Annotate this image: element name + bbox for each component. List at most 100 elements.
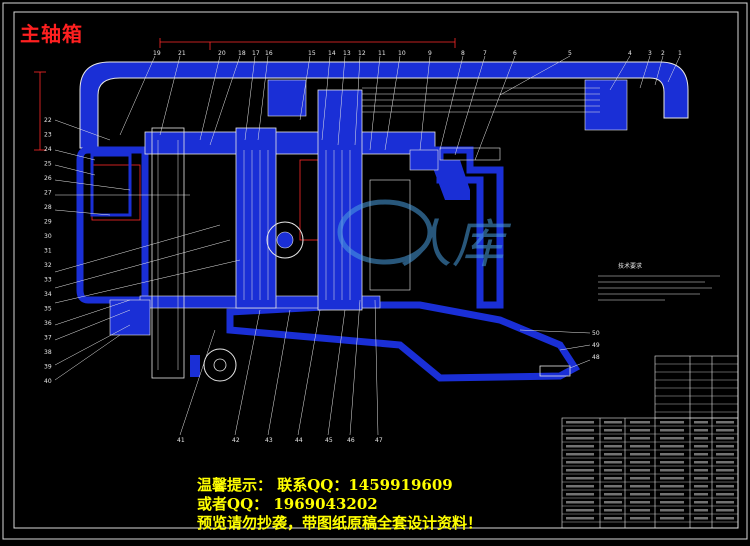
part-number: 47	[375, 437, 383, 444]
table-cell-mark	[660, 477, 684, 480]
part-number: 39	[44, 364, 52, 371]
table-cell-mark	[694, 421, 708, 424]
part-number: 13	[343, 50, 351, 57]
part-number: 30	[44, 233, 52, 240]
table-cell-mark	[604, 469, 622, 472]
table-cell-mark	[660, 485, 684, 488]
table-cell-mark	[566, 493, 594, 496]
table-cell-mark	[566, 517, 594, 520]
table-cell-mark	[694, 429, 708, 432]
part-number: 24	[44, 146, 52, 153]
table-cell-mark	[566, 477, 594, 480]
table-cell-mark	[630, 437, 650, 440]
table-cell-mark	[566, 429, 594, 432]
part-number: 16	[265, 50, 273, 57]
notice-line-3: 预览请勿抄袭，带图纸原稿全套设计资料！	[197, 514, 483, 532]
table-cell-mark	[566, 485, 594, 488]
part-number: 25	[44, 161, 52, 168]
table-cell-mark	[660, 453, 684, 456]
part-number: 20	[218, 50, 226, 57]
table-cell-mark	[694, 453, 708, 456]
part-number: 46	[347, 437, 355, 444]
table-cell-mark	[566, 453, 594, 456]
table-cell-mark	[604, 461, 622, 464]
part-number: 7	[483, 50, 487, 57]
part-number: 17	[252, 50, 260, 57]
table-cell-mark	[604, 429, 622, 432]
table-cell-mark	[660, 421, 684, 424]
part-number: 23	[44, 132, 52, 139]
table-cell-mark	[694, 517, 708, 520]
drawing-title: 主轴箱	[20, 22, 83, 46]
part-number: 38	[44, 349, 52, 356]
table-cell-mark	[630, 453, 650, 456]
part-number: 41	[177, 437, 185, 444]
part-number: 34	[44, 291, 52, 298]
table-cell-mark	[660, 469, 684, 472]
part-number: 36	[44, 320, 52, 327]
table-cell-mark	[630, 421, 650, 424]
table-cell-mark	[716, 509, 734, 512]
part-number: 43	[265, 437, 273, 444]
part-number: 6	[513, 50, 517, 57]
table-cell-mark	[660, 509, 684, 512]
part-number: 22	[44, 117, 52, 124]
table-cell-mark	[694, 477, 708, 480]
part-number: 15	[308, 50, 316, 57]
part-number: 11	[378, 50, 386, 57]
part-number: 50	[592, 330, 600, 337]
part-number: 18	[238, 50, 246, 57]
part-number: 48	[592, 354, 600, 361]
part-number: 44	[295, 437, 303, 444]
part-number: 9	[428, 50, 432, 57]
table-cell-mark	[694, 445, 708, 448]
part-number: 1	[678, 50, 682, 57]
technical-notes: 技术要求	[598, 262, 720, 301]
part-number: 35	[44, 306, 52, 313]
notice-line-2: 或者QQ： 1969043202	[197, 495, 378, 513]
part-number: 26	[44, 175, 52, 182]
table-cell-mark	[694, 501, 708, 504]
table-cell-mark	[604, 493, 622, 496]
part-number: 31	[44, 248, 52, 255]
gearbox-housing	[76, 61, 689, 382]
part-number: 4	[628, 50, 632, 57]
part-number: 40	[44, 378, 52, 385]
part-number: 49	[592, 342, 600, 349]
part-number: 37	[44, 335, 52, 342]
part-number: 5	[568, 50, 572, 57]
table-cell-mark	[630, 445, 650, 448]
table-cell-mark	[630, 485, 650, 488]
part-number: 8	[461, 50, 465, 57]
part-number: 14	[328, 50, 336, 57]
table-cell-mark	[630, 461, 650, 464]
part-number: 2	[661, 50, 665, 57]
table-cell-mark	[694, 437, 708, 440]
table-cell-mark	[716, 469, 734, 472]
part-number: 12	[358, 50, 366, 57]
table-cell-mark	[604, 485, 622, 488]
table-cell-mark	[660, 437, 684, 440]
table-cell-mark	[630, 493, 650, 496]
table-cell-mark	[566, 501, 594, 504]
part-number: 19	[153, 50, 161, 57]
part-number: 3	[648, 50, 652, 57]
leader-lines	[54, 55, 681, 436]
table-cell-mark	[716, 461, 734, 464]
table-cell-mark	[716, 477, 734, 480]
notice-line-1: 温馨提示： 联系QQ：1459919609	[197, 476, 453, 494]
table-cell-mark	[694, 461, 708, 464]
table-cell-mark	[604, 509, 622, 512]
table-cell-mark	[716, 445, 734, 448]
part-number: 45	[325, 437, 333, 444]
title-block-text-marks	[566, 421, 734, 520]
tech-title: 技术要求	[618, 262, 642, 270]
table-cell-mark	[604, 453, 622, 456]
table-cell-mark	[660, 429, 684, 432]
watermark-logo: 人库	[337, 199, 512, 275]
table-cell-mark	[630, 517, 650, 520]
table-cell-mark	[630, 469, 650, 472]
table-cell-mark	[630, 429, 650, 432]
table-cell-mark	[630, 477, 650, 480]
